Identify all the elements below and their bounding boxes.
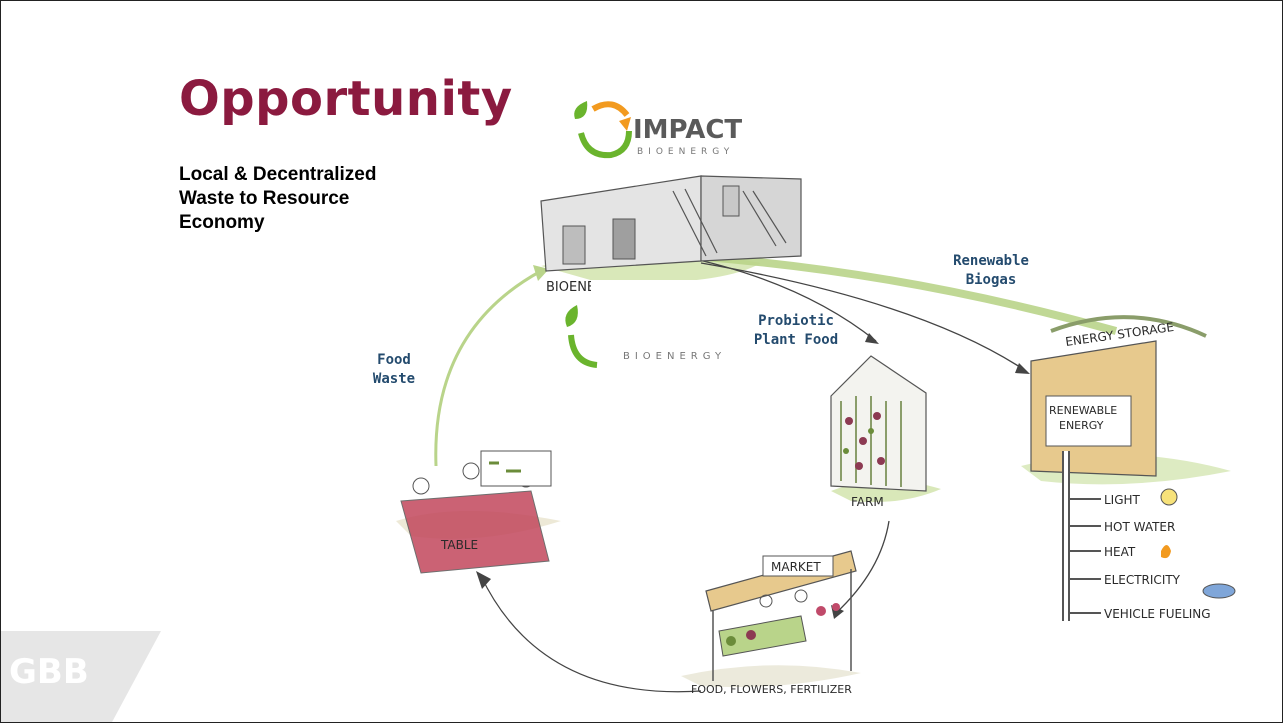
flow-label-line: Plant Food	[753, 332, 839, 348]
table-sketch-label: TABLE	[440, 538, 478, 552]
slide-title: Opportunity	[179, 71, 513, 127]
bioenergy-facility-sketch	[540, 175, 802, 272]
plant-food-label: Probiotic Plant Food	[741, 312, 851, 350]
renewable-energy-line: ENERGY	[1059, 419, 1104, 432]
energy-use-label: VEHICLE FUELING	[1104, 607, 1211, 621]
renewable-biogas-label: Renewable Biogas	[936, 252, 1046, 290]
flow-label-line: Food	[377, 352, 411, 368]
logo-word: IMPACT	[633, 115, 743, 145]
energy-use-label: LIGHT	[1104, 493, 1141, 507]
logo-subword: BIOENERGY	[623, 351, 727, 362]
farm-sketch-label: FARM	[851, 495, 884, 509]
flow-label-line: Renewable	[953, 253, 1029, 269]
market-sketch-label: MARKET	[771, 560, 821, 574]
subtitle-line: Local & Decentralized	[179, 164, 377, 185]
impact-logo-icon	[574, 101, 632, 159]
white-overlay-box	[591, 280, 743, 346]
farm-sketch	[830, 355, 927, 492]
impact-logo-icon	[565, 305, 598, 368]
energy-use-label: ELECTRICITY	[1104, 573, 1181, 587]
slide-subtitle: Local & Decentralized Waste to Resource …	[179, 163, 439, 235]
market-sketch	[705, 550, 857, 681]
flow-label-line: Waste	[372, 371, 416, 387]
gbb-logo: GBB	[1, 631, 161, 722]
energy-use-label: HOT WATER	[1104, 520, 1175, 534]
gbb-logo-text: GBB	[9, 652, 89, 692]
impact-bioenergy-logo-secondary: BIOENERGY	[561, 301, 741, 371]
renewable-energy-line: RENEWABLE	[1049, 404, 1117, 417]
flow-label-line: Probiotic	[758, 313, 834, 329]
subtitle-line: Waste to Resource	[179, 188, 350, 209]
table-sketch	[400, 450, 552, 574]
energy-use-label: HEAT	[1104, 545, 1136, 559]
subtitle-line: Economy	[179, 212, 265, 233]
energy-storage-sketch	[1030, 315, 1236, 621]
market-caption: FOOD, FLOWERS, FERTILIZER	[691, 683, 852, 696]
impact-bioenergy-logo: IMPACT BIOENERGY	[569, 93, 769, 163]
logo-subword: BIOENERGY	[637, 147, 735, 157]
flow-label-line: Biogas	[965, 272, 1017, 288]
food-waste-label: Food Waste	[359, 351, 429, 389]
